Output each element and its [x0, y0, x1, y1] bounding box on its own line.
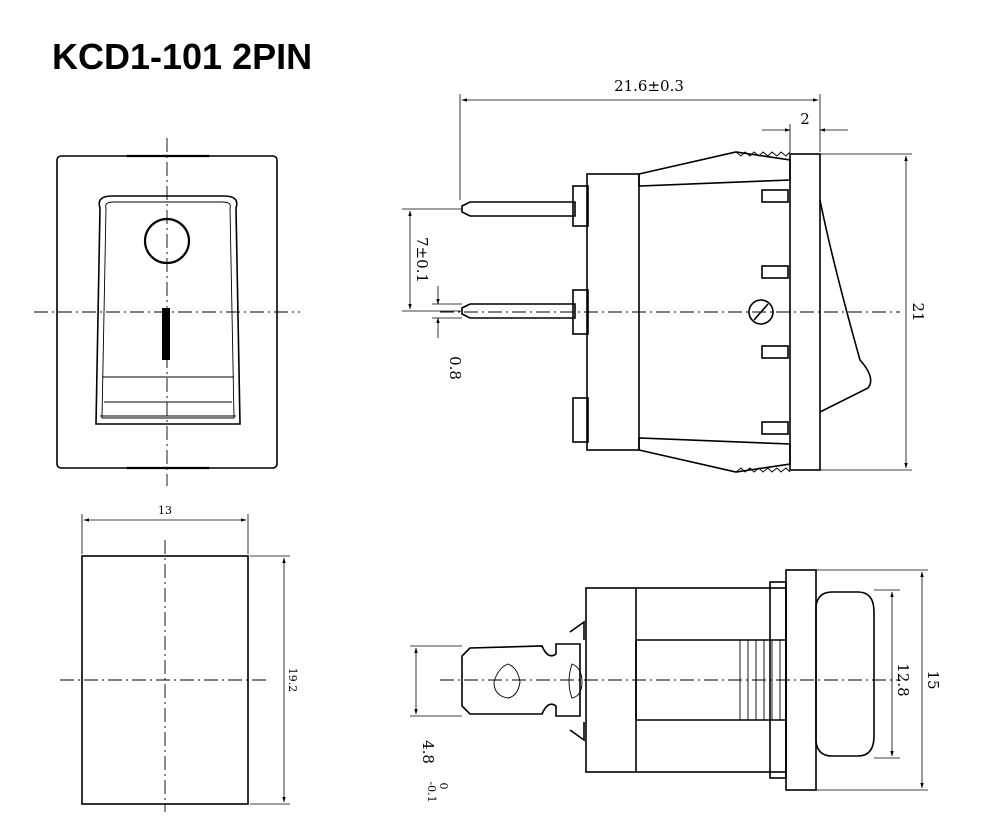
dim-cutout-width: 13 [158, 504, 172, 517]
front-view [34, 138, 300, 486]
dim-flange: 2 [800, 110, 810, 128]
pivot-screw-icon [748, 299, 774, 325]
side-view [440, 151, 900, 473]
side-view-dimensions: 21.6±0.3 2 21 7±0.1 0.8 [402, 77, 927, 471]
top-rocker [815, 591, 875, 757]
on-symbol-icon [162, 308, 170, 360]
dim-terminal-width: 4.8 [419, 740, 437, 764]
dim-height: 21 [909, 302, 927, 321]
pin-bottom [461, 303, 576, 319]
rocker-outline [95, 195, 241, 425]
terminal-tab [461, 643, 581, 717]
rocker-side [819, 199, 872, 413]
dim-length: 21.6±0.3 [614, 77, 684, 95]
panel-cutout-view: 13 19.2 [60, 504, 299, 812]
latch-bottom [638, 437, 791, 473]
dim-pin-thickness: 0.8 [446, 356, 464, 380]
pin-top [461, 201, 576, 217]
top-view [440, 569, 900, 791]
dim-body-width: 12.8 [894, 663, 912, 696]
dim-cutout-height: 19.2 [286, 668, 299, 693]
drawing-title: KCD1-101 2PIN [52, 36, 313, 77]
latch-top [638, 151, 791, 187]
terminal-hole [493, 663, 521, 699]
dim-terminal-tol-lower: -0.1 [425, 781, 438, 802]
dim-pin-pitch: 7±0.1 [413, 237, 431, 283]
dim-flange-width: 15 [924, 670, 942, 689]
top-view-dimensions: 12.8 15 4.8 0 -0.1 [410, 569, 942, 803]
dim-terminal-tol-upper: 0 [437, 783, 450, 790]
